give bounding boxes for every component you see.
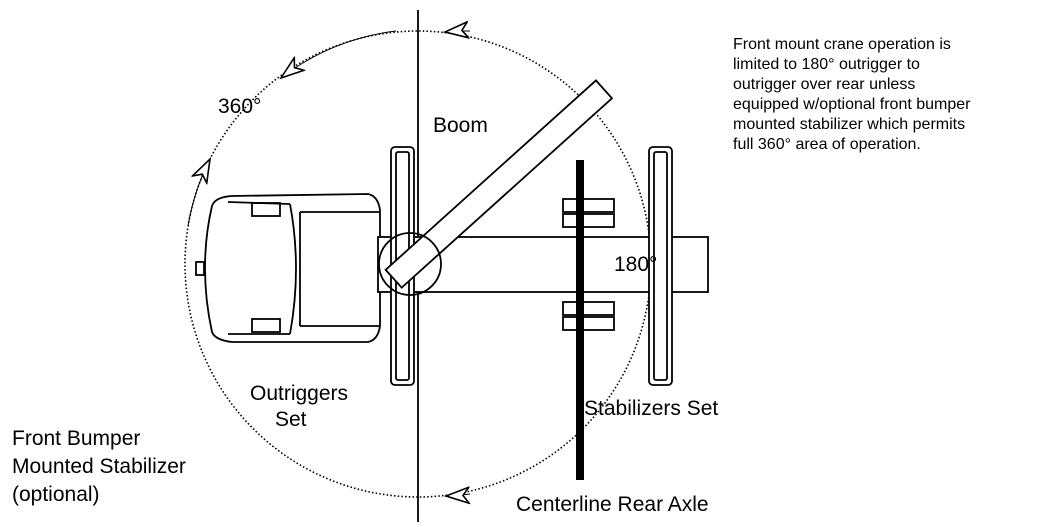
rear-outriggers xyxy=(648,146,673,386)
front-bumper-label-line2: Mounted Stabilizer xyxy=(12,455,186,478)
rotation-arrow-top-left xyxy=(281,30,397,78)
boom xyxy=(384,79,614,289)
rear-axle-label: Centerline Rear Axle xyxy=(516,493,709,516)
crane-turret xyxy=(378,232,442,296)
front-bumper-label-line3: (optional) xyxy=(12,483,100,506)
rotation-arrow-bottom xyxy=(446,494,470,496)
note-line: equipped w/optional front bumper xyxy=(733,96,971,113)
outriggers-set-label-line1: Outriggers xyxy=(250,382,349,405)
stabilizers-set-label: Stabilizers Set xyxy=(584,397,719,420)
rotation-180-label: 180° xyxy=(614,253,658,276)
note-line: full 360° area of operation. xyxy=(733,136,921,153)
rotation-arrow-left-up xyxy=(187,159,210,227)
note-line: limited to 180° outrigger to xyxy=(733,56,920,73)
note-line: Front mount crane operation is xyxy=(733,36,951,53)
rear-wheels xyxy=(562,198,615,331)
outriggers-set-label-line2: Set xyxy=(275,408,307,431)
rotation-360-label: 360° xyxy=(218,95,262,118)
note-line: outrigger over rear unless xyxy=(733,76,916,93)
operation-note: Front mount crane operation is limited t… xyxy=(733,35,1051,155)
note-line: mounted stabilizer which permits xyxy=(733,116,966,133)
boom-label: Boom xyxy=(433,114,488,137)
truck-cab xyxy=(195,193,381,343)
front-bumper-label-line1: Front Bumper xyxy=(12,427,141,450)
rotation-arrow-top-right xyxy=(445,31,471,32)
